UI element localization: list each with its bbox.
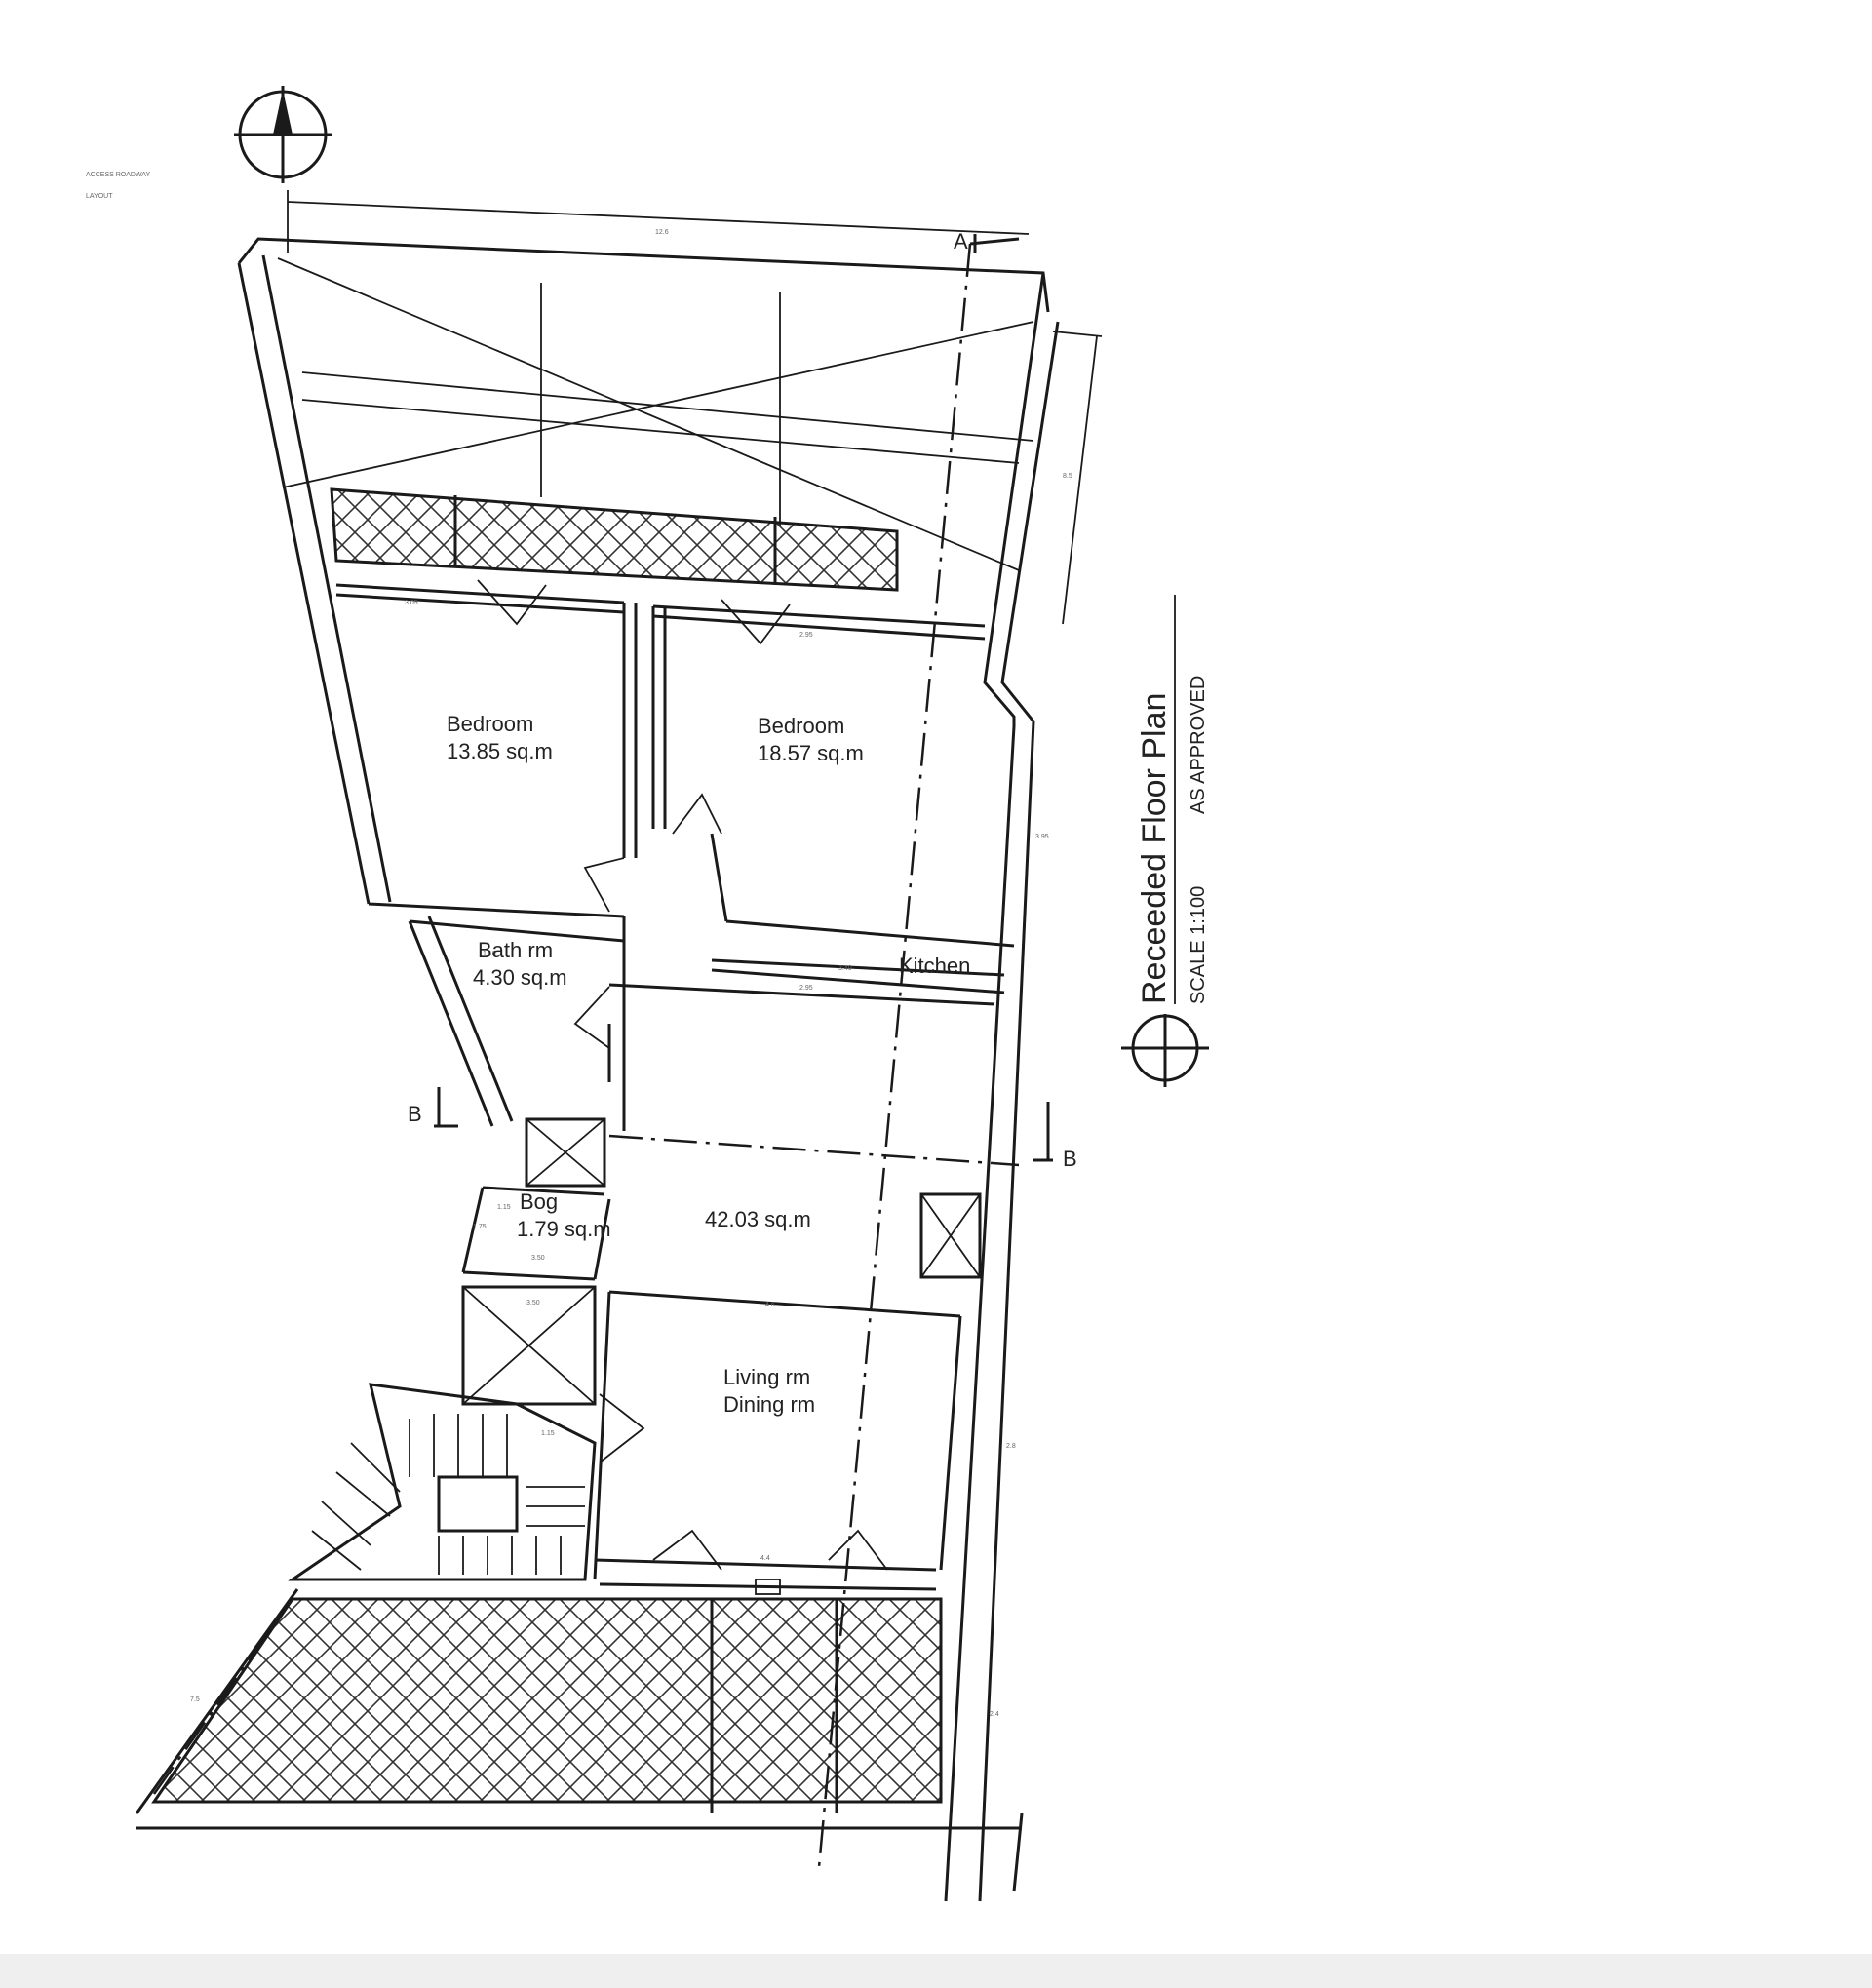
svg-text:4.6: 4.6 xyxy=(765,1302,775,1308)
bog-walls xyxy=(461,1186,611,1281)
svg-text:1.75: 1.75 xyxy=(473,1224,487,1230)
svg-text:2.4: 2.4 xyxy=(990,1711,999,1718)
svg-text:Bath rm: Bath rm xyxy=(478,938,553,962)
svg-text:2.8: 2.8 xyxy=(1006,1443,1016,1450)
living-room-walls xyxy=(593,1290,962,1595)
roof-opening-area xyxy=(277,257,1103,625)
room-label-bath: Bath rm 4.30 sq.m xyxy=(473,938,567,990)
footer-strip xyxy=(0,1954,1872,1988)
room-label-bedroom-2: Bedroom 18.57 sq.m xyxy=(758,714,864,765)
svg-text:3.05: 3.05 xyxy=(405,600,418,606)
svg-text:3.50: 3.50 xyxy=(531,1255,545,1262)
plan-title: Receeded Floor Plan xyxy=(1136,693,1173,1004)
room-label-kitchen: Kitchen xyxy=(899,954,970,978)
plan-scale: SCALE 1:100 xyxy=(1188,886,1209,1004)
svg-text:1.15: 1.15 xyxy=(497,1204,511,1211)
shaft-box-left xyxy=(525,1117,606,1188)
dim-top: 12.6 xyxy=(655,229,669,236)
room-label-living: Living rm Dining rm xyxy=(723,1365,815,1417)
section-line-b xyxy=(608,1134,1020,1167)
plan-status: AS APPROVED xyxy=(1188,676,1209,814)
room-label-bedroom-1: Bedroom 13.85 sq.m xyxy=(447,712,553,763)
north-note-line-1: ACCESS ROADWAY xyxy=(86,172,150,178)
svg-text:3.95: 3.95 xyxy=(1035,834,1049,840)
svg-text:Bedroom: Bedroom xyxy=(758,714,844,738)
svg-text:8.5: 8.5 xyxy=(1063,473,1072,480)
svg-text:4.4: 4.4 xyxy=(760,1555,770,1562)
svg-text:13.85 sq.m: 13.85 sq.m xyxy=(447,739,553,763)
top-dimension-line xyxy=(287,201,1030,235)
room-label-bog: Bog 1.79 sq.m xyxy=(517,1189,611,1241)
north-arrow-icon xyxy=(234,86,332,183)
svg-text:Kitchen: Kitchen xyxy=(899,954,970,978)
svg-text:7.5: 7.5 xyxy=(190,1696,200,1703)
svg-text:1.79 sq.m: 1.79 sq.m xyxy=(517,1217,611,1241)
north-note-line-2: LAYOUT xyxy=(86,193,113,200)
svg-text:2.95: 2.95 xyxy=(800,985,813,992)
shaft-box-right xyxy=(919,1192,982,1279)
svg-text:2.95: 2.95 xyxy=(800,632,813,639)
title-block: Receeded Floor Plan SCALE 1:100 AS APPRO… xyxy=(1136,595,1209,1004)
svg-text:Dining rm: Dining rm xyxy=(723,1392,815,1417)
svg-text:3.40: 3.40 xyxy=(838,965,852,972)
dimension-labels: 3.05 2.95 3.40 4.6 3.50 3.50 2.95 4.4 1.… xyxy=(190,473,1072,1718)
svg-text:Living rm: Living rm xyxy=(723,1365,810,1389)
lower-terrace-hatch xyxy=(151,1597,943,1804)
svg-text:18.57 sq.m: 18.57 sq.m xyxy=(758,741,864,765)
svg-text:42.03 sq.m: 42.03 sq.m xyxy=(705,1207,811,1231)
lift-box xyxy=(461,1285,597,1406)
section-marker-b-left: B xyxy=(408,1102,422,1126)
svg-text:3.50: 3.50 xyxy=(526,1300,540,1306)
title-marker-icon xyxy=(1121,1014,1209,1087)
room-label-hall: 42.03 sq.m xyxy=(705,1207,811,1231)
bedroom-walls xyxy=(335,583,1015,1006)
bath-walls xyxy=(408,916,626,1131)
upper-terrace-hatch xyxy=(330,487,899,592)
staircase xyxy=(288,1383,597,1581)
svg-text:Bedroom: Bedroom xyxy=(447,712,533,736)
section-marker-b-right: B xyxy=(1063,1147,1077,1171)
svg-text:4.30 sq.m: 4.30 sq.m xyxy=(473,965,567,990)
door-swings xyxy=(477,579,888,1571)
section-marker-a: A xyxy=(954,229,968,253)
svg-text:1.15: 1.15 xyxy=(541,1430,555,1437)
svg-text:1.10: 1.10 xyxy=(483,951,496,957)
svg-text:Bog: Bog xyxy=(520,1189,558,1214)
